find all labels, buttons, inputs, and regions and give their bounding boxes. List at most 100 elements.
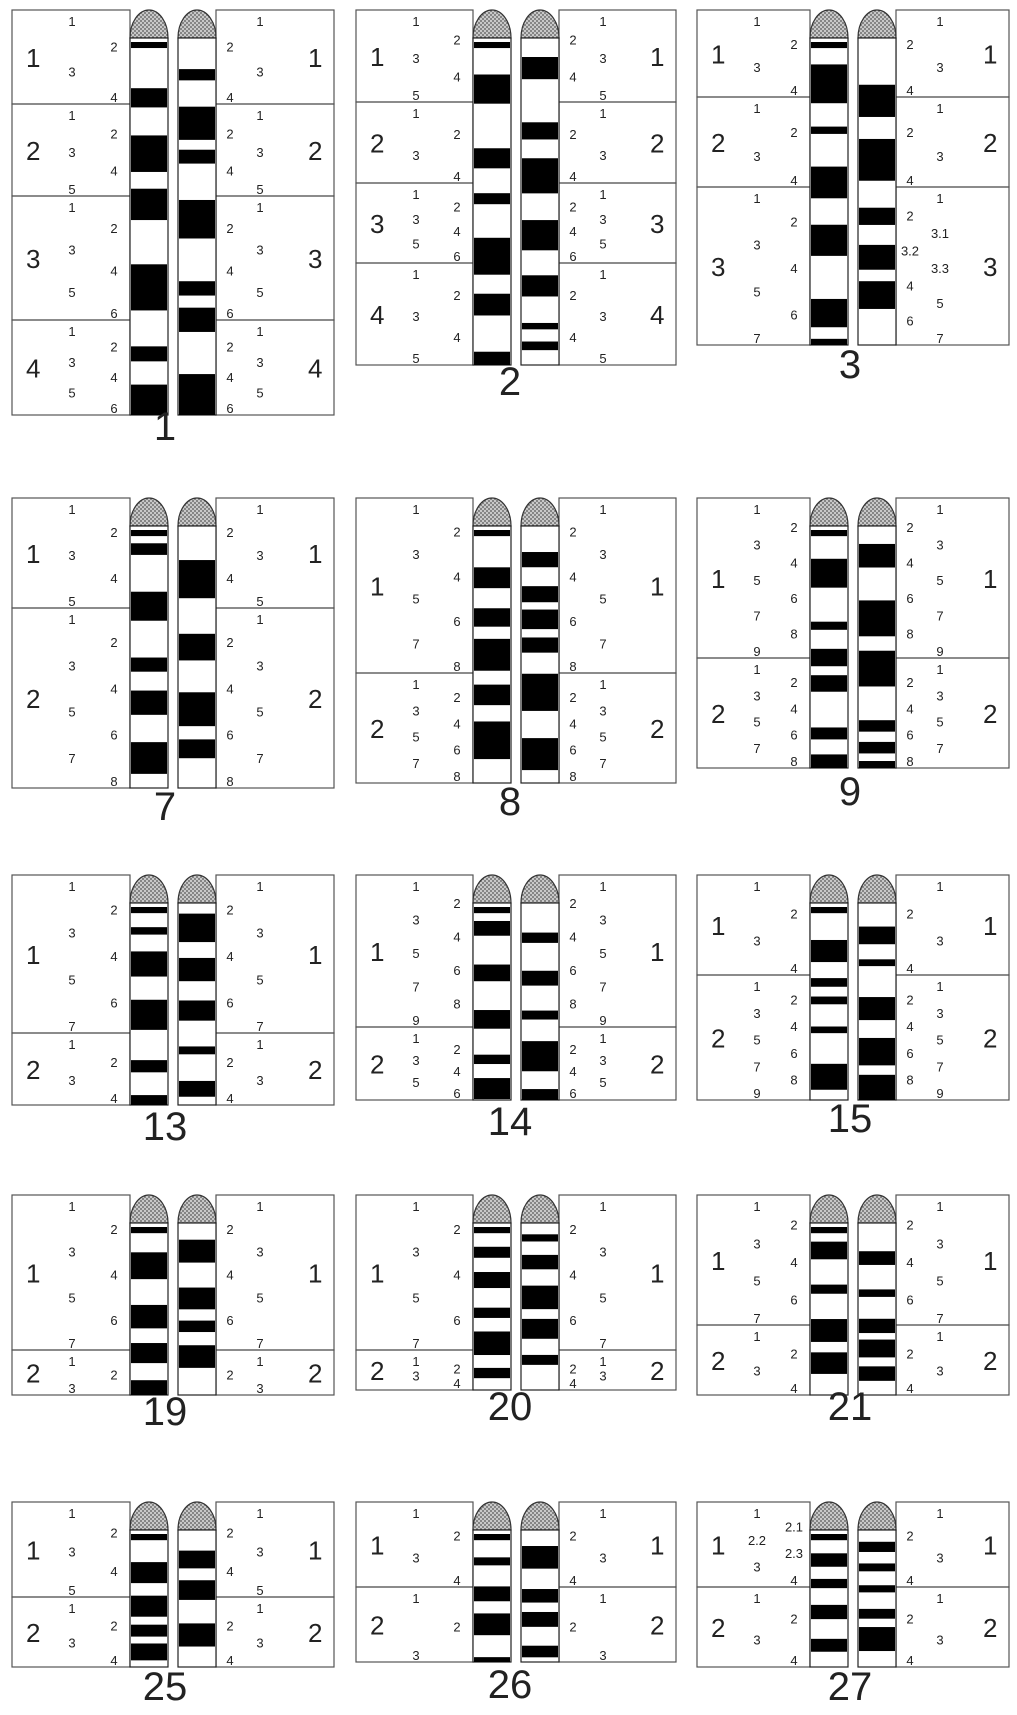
chromosome-band: [474, 1613, 510, 1635]
region-number-right: 2: [650, 1611, 664, 1641]
sub-band-label-right: 1: [936, 979, 943, 994]
chromosome-band: [522, 586, 558, 602]
region-number-right: 4: [308, 354, 322, 384]
chromosome-band: [179, 308, 215, 332]
sub-band-label-right: 3.2: [901, 244, 919, 259]
chromosome-band: [859, 139, 895, 181]
sub-band-label-left: 6: [453, 743, 460, 758]
sub-band-label-right: 2: [906, 1612, 913, 1627]
right-chromatid: [858, 1195, 896, 1395]
sub-band-label-right: 1: [599, 1199, 606, 1214]
sub-band-label-left: 4: [790, 555, 797, 570]
centromere-cap: [130, 498, 168, 526]
sub-band-label-right: 4: [226, 164, 233, 179]
right-chromatid: [521, 875, 559, 1100]
sub-band-label-left: 3: [68, 1245, 75, 1260]
chromosome-band: [131, 1252, 167, 1279]
sub-band-label-left: 4: [790, 1573, 797, 1588]
sub-band-label-left: 2: [453, 33, 460, 48]
region-number-right: 2: [650, 1050, 664, 1080]
sub-band-label-right: 8: [569, 659, 576, 674]
sub-band-label-left: 4: [110, 571, 117, 586]
chromosome-band: [131, 543, 167, 555]
chromosome-number-label: 26: [488, 1663, 533, 1707]
sub-band-label-left: 2: [453, 199, 460, 214]
chromosome-band: [474, 1331, 510, 1355]
chromosome-band: [811, 1242, 847, 1260]
chromosome-number-label: 8: [499, 780, 521, 824]
sub-band-label-right: 5: [599, 237, 606, 252]
centromere-cap: [130, 1502, 168, 1530]
chromosome-band: [131, 264, 167, 310]
sub-band-label-left: 3: [753, 1560, 760, 1575]
sub-band-label-right: 4: [906, 279, 913, 294]
sub-band-label-left: 4: [110, 1268, 117, 1283]
chromosome-band: [859, 1366, 895, 1380]
sub-band-label-right: 1: [256, 108, 263, 123]
chromosome-band: [179, 107, 215, 140]
sub-band-label-left: 7: [753, 1059, 760, 1074]
region-number-right: 2: [983, 699, 997, 729]
sub-band-label-left: 5: [68, 386, 75, 401]
chromosome-band: [522, 610, 558, 630]
chromosome-band: [179, 1321, 215, 1332]
sub-band-label-left: 4: [110, 1564, 117, 1579]
sub-band-label-right: 4: [569, 1573, 576, 1588]
sub-band-label-left: 2: [790, 125, 797, 140]
sub-band-label-right: 1: [936, 502, 943, 517]
chromosome-band: [859, 245, 895, 270]
chromosome-band: [131, 1343, 167, 1363]
chromosome-band: [131, 189, 167, 220]
sub-band-label-left: 5: [753, 1274, 760, 1289]
chromosome-band: [474, 75, 510, 104]
sub-band-label-right: 2: [906, 1528, 913, 1543]
region-number-right: 1: [308, 43, 322, 73]
region-number-right: 3: [650, 209, 664, 239]
right-chromatid: [178, 498, 216, 788]
sub-band-label-left: 3: [68, 1545, 75, 1560]
sub-band-label-right: 4: [906, 1019, 913, 1034]
sub-band-label-left: 2: [453, 1620, 460, 1635]
sub-band-label-right: 1: [936, 1199, 943, 1214]
sub-band-label-right: 2: [906, 209, 913, 224]
chromosome-band: [859, 1038, 895, 1065]
sub-band-label-right: 4: [569, 929, 576, 944]
sub-band-label-left: 6: [790, 728, 797, 743]
sub-band-label-left: 4: [790, 701, 797, 716]
sub-band-label-right: 2: [226, 1222, 233, 1237]
chromosome-band: [474, 1078, 510, 1099]
region-number-right: 2: [983, 1346, 997, 1376]
sub-band-label-left: 2: [453, 1222, 460, 1237]
karyotype-panel-20: 1112345671234567221234123420: [356, 1195, 676, 1429]
karyotype-panel-7: 1112345123452212345678123456787: [12, 498, 334, 829]
sub-band-label-right: 2: [569, 524, 576, 539]
sub-band-label-right: 6: [569, 963, 576, 978]
chromosome-band: [811, 42, 847, 48]
chromosome-band: [811, 1605, 847, 1619]
sub-band-label-left: 3: [68, 355, 75, 370]
region-number-right: 1: [650, 1259, 664, 1289]
sub-band-label-right: 2: [226, 1525, 233, 1540]
centromere-cap: [521, 1195, 559, 1223]
sub-band-label-left: 3: [753, 1364, 760, 1379]
chromosome-band: [522, 1089, 558, 1100]
sub-band-label-right: 4: [906, 1573, 913, 1588]
karyotype-panel-2: 1112345123452212341234331234561234564412…: [356, 10, 676, 404]
region-number-left: 2: [370, 1611, 384, 1641]
centromere-cap: [858, 498, 896, 526]
sub-band-label-right: 2: [906, 1346, 913, 1361]
sub-band-label-left: 5: [68, 1583, 75, 1598]
chromosome-band: [811, 675, 847, 692]
region-number-right: 2: [650, 129, 664, 159]
sub-band-label-left: 8: [453, 769, 460, 784]
sub-band-label-right: 4: [226, 264, 233, 279]
region-number-right: 1: [983, 1246, 997, 1276]
sub-band-label-right: 1: [936, 879, 943, 894]
chromosome-band: [522, 57, 558, 79]
sub-band-label-left: 3: [412, 1053, 419, 1068]
sub-band-label-right: 9: [936, 644, 943, 659]
sub-band-label-left: 4: [453, 1064, 460, 1079]
chromosome-band: [811, 1352, 847, 1374]
right-chromatid: [178, 10, 216, 415]
sub-band-label-right: 3: [599, 1551, 606, 1566]
